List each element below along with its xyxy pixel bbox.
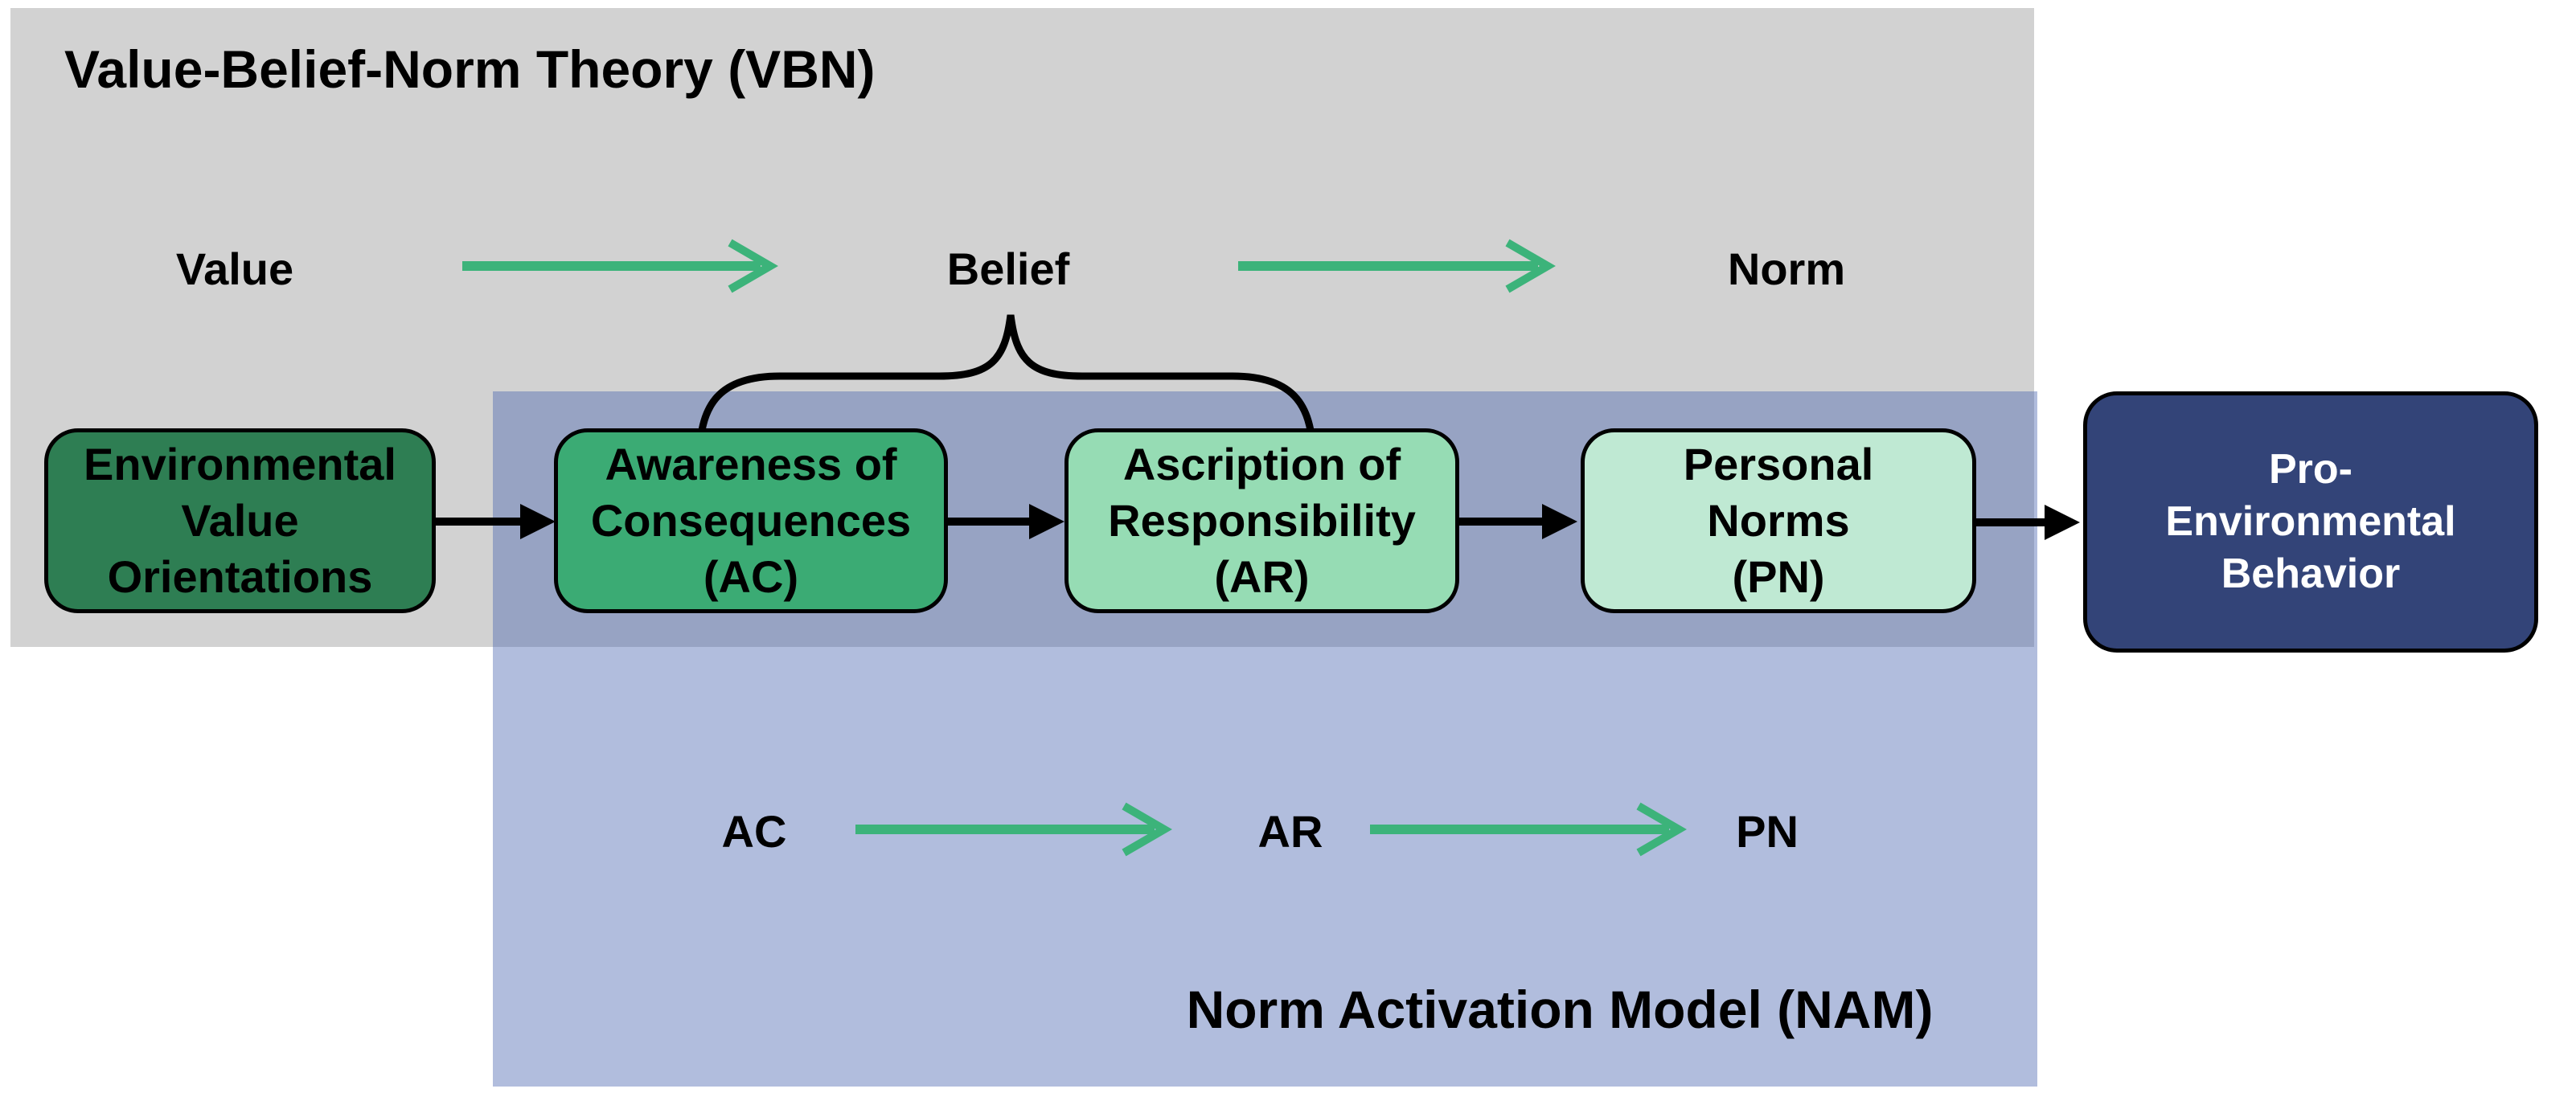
box-awareness-of-consequences: Awareness of Consequences (AC) [554,428,948,613]
ac-label: AC [721,806,787,857]
black-arrow-evo-ac [436,504,556,539]
norm-label: Norm [1727,244,1846,294]
box-pro-environmental-behavior-label: Pro- Environmental Behavior [2165,446,2456,597]
box-personal-norms-label: Personal Norms (PN) [1683,439,1874,602]
green-arrow-belief-norm [1238,239,1556,293]
green-arrow-value-belief [462,239,778,293]
black-arrow-ac-ar [948,504,1064,539]
box-pro-environmental-behavior: Pro- Environmental Behavior [2083,391,2538,653]
belief-label: Belief [946,244,1070,294]
box-environmental-value-orientations-label: Environmental Value Orientations [84,439,396,602]
green-arrow-ac-ar [855,802,1172,857]
nam-title: Norm Activation Model (NAM) [1186,980,1934,1039]
box-awareness-of-consequences-label: Awareness of Consequences (AC) [590,439,912,602]
vbn-title: Value-Belief-Norm Theory (VBN) [64,39,876,99]
green-arrow-ar-pn [1370,802,1687,857]
belief-brace [695,314,1317,465]
ar-label: AR [1257,806,1323,857]
box-environmental-value-orientations: Environmental Value Orientations [44,428,436,613]
box-ascription-of-responsibility: Ascription of Responsibility (AR) [1064,428,1459,613]
value-label: Value [175,244,294,294]
box-ascription-of-responsibility-label: Ascription of Responsibility (AR) [1108,439,1416,602]
black-arrow-pn-peb [1976,505,2080,540]
box-personal-norms: Personal Norms (PN) [1581,428,1976,613]
pn-label: PN [1736,806,1799,857]
black-arrow-ar-pn [1459,504,1577,539]
